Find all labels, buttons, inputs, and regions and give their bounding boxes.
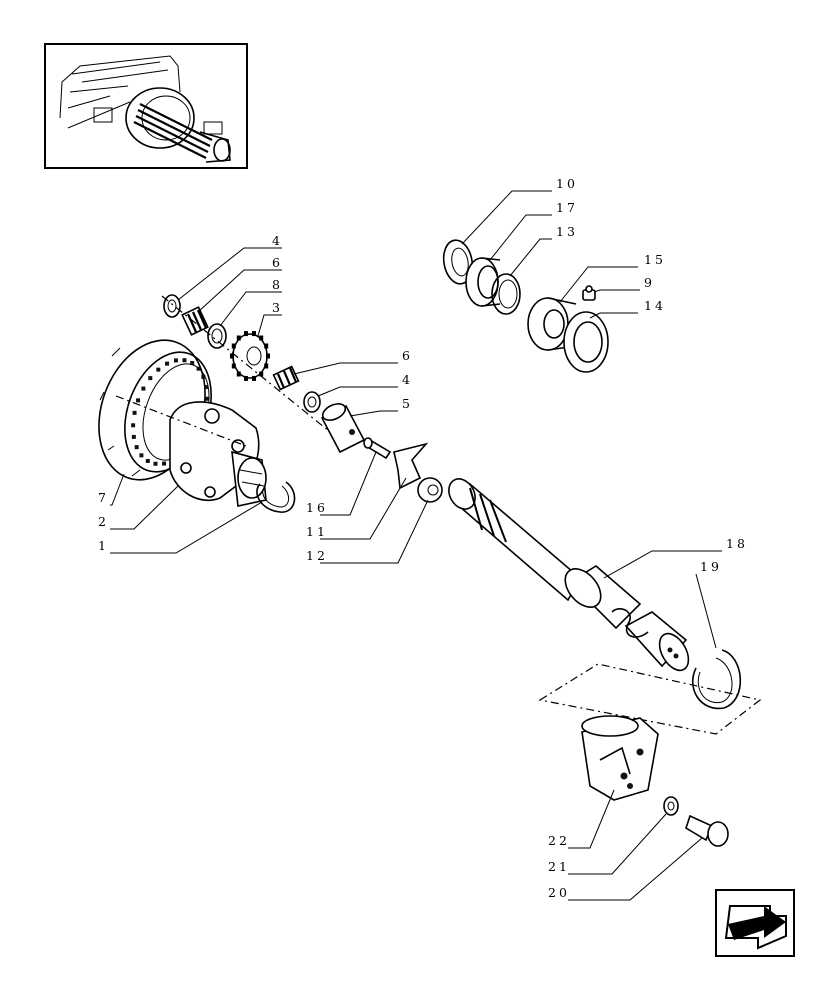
callout-label-c8: 8 [272, 277, 283, 292]
callout-label-c3: 3 [272, 300, 283, 315]
leader-line-c6b [293, 362, 398, 375]
callout-label-c19: 19 [700, 559, 722, 574]
grease-fitting [582, 285, 596, 301]
spacer-ring [207, 323, 227, 349]
hex-bolt [685, 814, 729, 847]
callout-label-c4a: 4 [272, 233, 283, 248]
pin-screw [363, 437, 392, 460]
thrust-washer [163, 294, 181, 318]
leader-line-c13 [509, 238, 552, 277]
leader-line-c3 [257, 314, 282, 337]
thrust-washer-2 [303, 391, 321, 413]
planet-carrier [169, 401, 267, 507]
callout-label-c21: 21 [548, 859, 570, 874]
leader-line-c15 [559, 266, 638, 303]
pto-shaft [448, 478, 690, 672]
thrust-plate [393, 442, 429, 490]
callout-label-c12: 12 [306, 548, 328, 563]
leader-line-c11 [320, 477, 407, 540]
leader-line-c17 [489, 214, 552, 261]
leader-line-c10 [461, 190, 552, 245]
leader-line-c7 [110, 473, 125, 506]
leader-line-c2 [110, 485, 179, 530]
callout-label-c17: 17 [556, 200, 578, 215]
callout-label-c13: 13 [556, 224, 578, 239]
leader-line-c14 [589, 312, 638, 319]
ball-bearing [465, 257, 501, 307]
leader-line-c18 [603, 550, 722, 579]
callout-label-c2: 2 [98, 514, 109, 529]
callout-label-c16: 16 [306, 500, 328, 515]
callout-label-c15: 15 [644, 252, 666, 267]
circlip [691, 649, 742, 710]
arrow-back-icon[interactable] [715, 889, 795, 957]
leader-line-c19 [695, 573, 717, 649]
callout-label-c22: 22 [548, 833, 570, 848]
leader-line-c16 [320, 451, 377, 516]
leader-line-c9 [593, 289, 640, 293]
planet-pin [320, 403, 366, 454]
callout-label-c9: 9 [644, 275, 655, 290]
leader-line-c4b [317, 386, 398, 397]
needle-bearing-2 [272, 365, 300, 391]
callout-label-c7: 7 [98, 490, 109, 505]
leader-line-c5 [349, 410, 398, 417]
callout-label-c10: 10 [556, 176, 578, 191]
washer [417, 477, 443, 503]
leader-line-c8 [219, 291, 282, 327]
callout-label-c11: 11 [306, 524, 328, 539]
leader-line-c22 [568, 789, 615, 849]
snap-ring [256, 481, 296, 513]
callout-label-c6a: 6 [272, 255, 283, 270]
leader-line-c12 [320, 499, 429, 564]
planet-gear [230, 331, 270, 381]
leader-line-c1 [110, 501, 263, 554]
callout-label-c14: 14 [644, 298, 666, 313]
overview-thumbnail[interactable] [44, 43, 248, 169]
lock-ring [442, 239, 474, 285]
leader-line-c4a [177, 247, 282, 301]
callout-label-c1: 1 [98, 538, 109, 553]
callout-label-c20: 20 [548, 885, 570, 900]
callout-label-c5: 5 [402, 396, 413, 411]
retaining-ring [491, 273, 521, 315]
spring-washer [663, 796, 679, 816]
callout-label-c6b: 6 [402, 348, 413, 363]
callout-label-c4b: 4 [402, 372, 413, 387]
shaft-adapter [581, 715, 659, 801]
leader-line-c21 [568, 813, 667, 875]
leader-line-c6a [197, 269, 282, 313]
oil-seal [563, 311, 609, 373]
leader-line-c20 [568, 837, 703, 901]
callout-label-c18: 18 [726, 536, 748, 551]
